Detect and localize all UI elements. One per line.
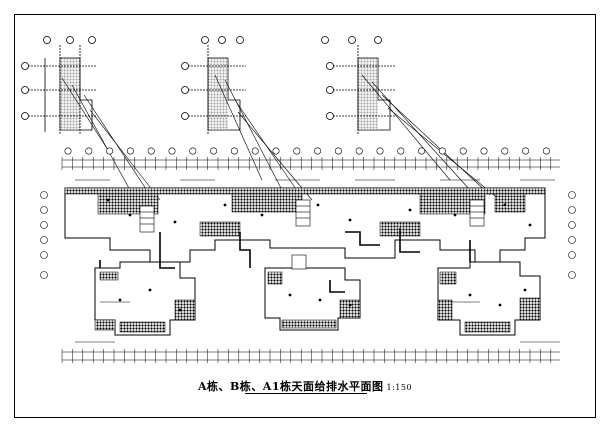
axis-bubble	[147, 147, 155, 155]
roof-drain	[453, 213, 457, 217]
axis-bubble	[376, 147, 384, 155]
roof-drain	[503, 203, 507, 207]
roof-drain	[288, 293, 292, 297]
axis-bubble	[106, 147, 114, 155]
middle-wing	[264, 254, 361, 331]
axis-bubble	[480, 147, 488, 155]
roof-drain	[106, 198, 110, 202]
axis-bubble	[355, 147, 363, 155]
roof-drain-points	[106, 198, 532, 312]
right-wing	[437, 261, 541, 336]
right-axis-bubbles	[568, 191, 576, 279]
axis-bubble	[189, 147, 197, 155]
roof-drain	[318, 298, 322, 302]
roof-drain	[523, 288, 527, 292]
axis-bubble	[64, 147, 72, 155]
axis-bubble	[522, 147, 530, 155]
roof-drain	[408, 208, 412, 212]
axis-bubble	[230, 147, 238, 155]
drawing-frame	[14, 14, 596, 418]
top-dimension-line	[62, 159, 560, 168]
roof-drain	[316, 203, 320, 207]
roof-drain	[223, 203, 227, 207]
annotation-leaders	[75, 179, 560, 343]
axis-bubble	[542, 147, 550, 155]
axis-bubble	[438, 147, 446, 155]
left-wing	[94, 261, 196, 336]
axis-bubble	[501, 147, 509, 155]
roof-drain	[148, 288, 152, 292]
axis-bubble	[293, 147, 301, 155]
stairwells	[139, 199, 485, 233]
detail-leader-lines	[61, 74, 501, 201]
drawing-title-text: A栋、B栋、A1栋天面给排水平面图	[197, 380, 384, 393]
roof-drain	[498, 303, 502, 307]
bottom-dimension-line	[62, 351, 560, 361]
roof-drain	[260, 213, 264, 217]
axis-bubble	[314, 147, 322, 155]
axis-bubble	[168, 147, 176, 155]
bottom-axis-ticks	[61, 349, 552, 363]
axis-bubble	[397, 147, 405, 155]
roof-drain	[468, 293, 472, 297]
axis-bubble	[85, 147, 93, 155]
drainage-pipes	[99, 228, 471, 293]
top-axis-ticks	[61, 157, 552, 170]
roof-drain	[348, 218, 352, 222]
detail-inset-3	[321, 36, 396, 134]
axis-bubble	[418, 147, 426, 155]
roof-drain	[173, 220, 177, 224]
axis-bubble	[210, 147, 218, 155]
detail-inset-1	[21, 36, 96, 134]
roof-drain	[178, 308, 182, 312]
left-axis-bubbles	[40, 191, 48, 279]
axis-bubble	[334, 147, 342, 155]
roof-drain	[348, 303, 352, 307]
roof-drain	[528, 223, 532, 227]
axis-bubble	[251, 147, 259, 155]
roof-drain	[118, 298, 122, 302]
detail-inset-2	[181, 36, 246, 134]
axis-bubble	[459, 147, 467, 155]
title-underline	[245, 393, 367, 394]
axis-bubble	[126, 147, 134, 155]
top-axis-bubbles	[64, 147, 550, 155]
axis-bubble	[272, 147, 280, 155]
drawing-scale: 1:150	[386, 383, 413, 392]
roof-drain	[128, 213, 132, 217]
roof-plan-outline	[64, 187, 546, 263]
